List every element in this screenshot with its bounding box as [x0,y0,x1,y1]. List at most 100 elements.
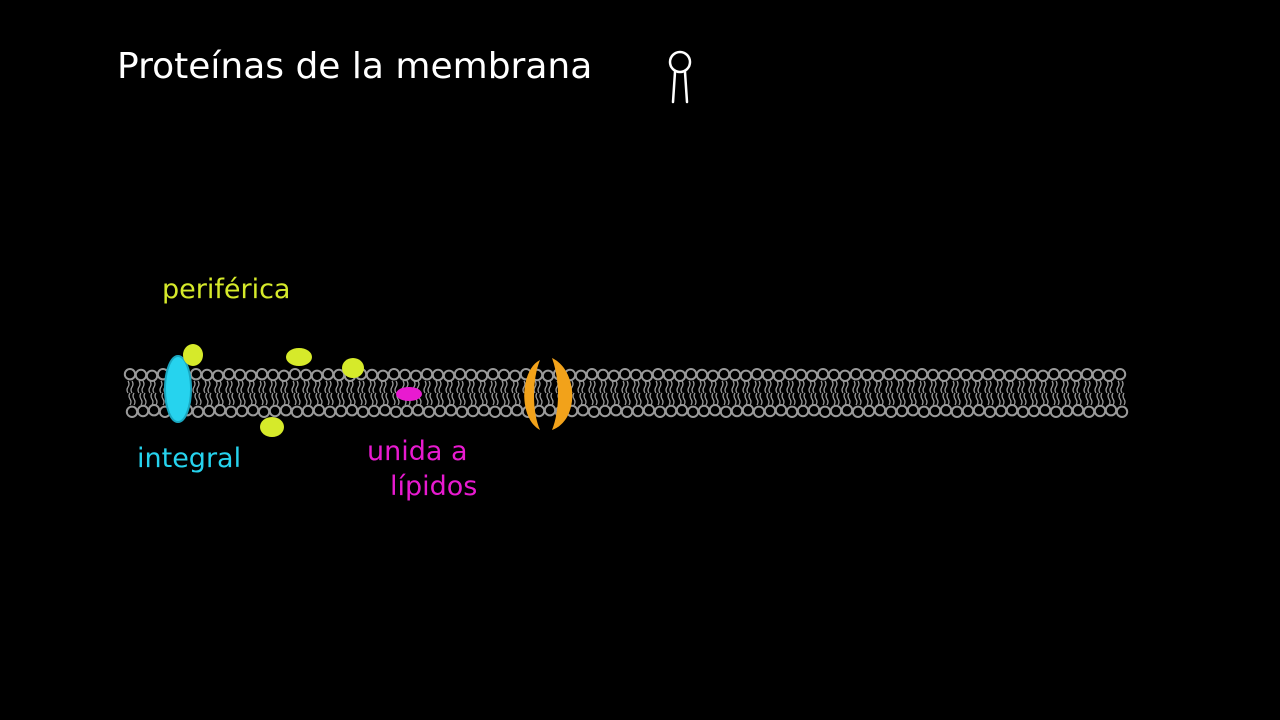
lipid-tail [304,392,308,406]
lipid-head [466,404,480,418]
lipid-tail [621,380,625,394]
lipid-tail [957,392,961,406]
lipid-head [937,369,951,382]
lipid-tail [995,380,999,394]
lipid-tail [845,380,849,394]
lipid-tail [885,380,889,394]
lipid-tail [900,380,904,394]
lipid-tail [649,392,653,406]
lipid-tail [1054,380,1058,394]
lipid-tail [139,392,143,406]
lipid-tail [744,392,748,406]
lipid-tail [1083,380,1087,394]
lipid-tail [247,380,251,394]
lipid-tail [977,380,981,394]
lipid-head [585,368,599,381]
lipid-tail [643,380,647,394]
lipid-tail [986,392,990,406]
lipid-tail [502,392,506,406]
lipid-tail [889,380,893,394]
lipid-tail [1100,392,1104,406]
lipid-tail [473,392,477,406]
lipid-tail [137,380,141,394]
lipid-tail [460,380,464,394]
lipid-head [257,405,271,418]
lipid-tail [438,380,442,394]
lipid-head [695,368,709,382]
lipid-tail [548,380,552,394]
lipid-head [882,368,896,381]
lipid-tail [834,380,838,394]
lipid-head [420,368,434,381]
lipid-tail [625,380,629,394]
lipid-tail [579,392,583,406]
lipid-tail [720,380,724,394]
lipid-head [499,404,513,418]
lipid-head [838,369,852,382]
lipid-tail [929,380,933,394]
lipid-tail [308,392,312,406]
lipid-tail [667,392,671,406]
lipid-tail [764,380,768,394]
lipid-tail [535,392,539,406]
lipid-head [136,404,150,418]
lipid-tail [550,392,554,406]
lipid-tail [792,392,796,406]
lipid-tail [447,392,451,406]
lipid-tail [715,392,719,406]
lipid-tail [660,392,664,406]
lipid-tail [781,392,785,406]
lipid-tail [779,380,783,394]
lipid-tail [517,392,521,406]
lipid-tail [766,392,770,406]
lipid-tail [427,380,431,394]
lipid-tail [590,392,594,406]
lipid-tail [198,392,202,406]
lipid-tail [636,380,640,394]
lipid-head [497,368,511,382]
lipid-head [411,404,425,417]
lipid-tail [286,392,290,406]
lipid-tail [933,380,937,394]
lipid-head [189,368,203,381]
lipid-head [1069,369,1083,382]
lipid-tail [218,380,222,394]
lipid-head [376,369,390,382]
lipid-head [1102,369,1116,382]
lipid-head [763,404,777,418]
lipid-tail [1034,392,1038,406]
lipid-head [1016,405,1030,418]
lipid-tail [205,392,209,406]
lipid-tail [669,380,673,394]
lipid-tail [825,392,829,406]
lipid-tail [280,380,284,394]
lipid-tail [854,392,858,406]
lipid-tail [581,380,585,394]
lipid-head [785,405,799,418]
lipid-tail [150,392,154,406]
lipid-head [939,404,953,417]
lipid-tail [1111,392,1115,406]
lipid-tail [627,392,631,406]
lipid-head [961,404,975,418]
lipid-tail [368,380,372,394]
lipid-head [1104,404,1118,417]
lipid-tail [887,392,891,406]
lipid-tail [913,392,917,406]
lipid-tail [790,380,794,394]
lipid-head [653,405,667,418]
lipid-tail [192,380,196,394]
lipid-tail [799,392,803,406]
lipid-head [431,368,445,382]
lipid-tail [680,380,684,394]
lipid-head [717,368,731,381]
lipid-tail [1078,392,1082,406]
lipid-tail [143,392,147,406]
lipid-tail [381,392,385,406]
lipid-head [400,404,414,418]
lipid-tail [537,380,541,394]
lipid-head [860,368,874,382]
lipid-tail [610,380,614,394]
lipid-tail [724,380,728,394]
lipid-head [312,404,326,417]
